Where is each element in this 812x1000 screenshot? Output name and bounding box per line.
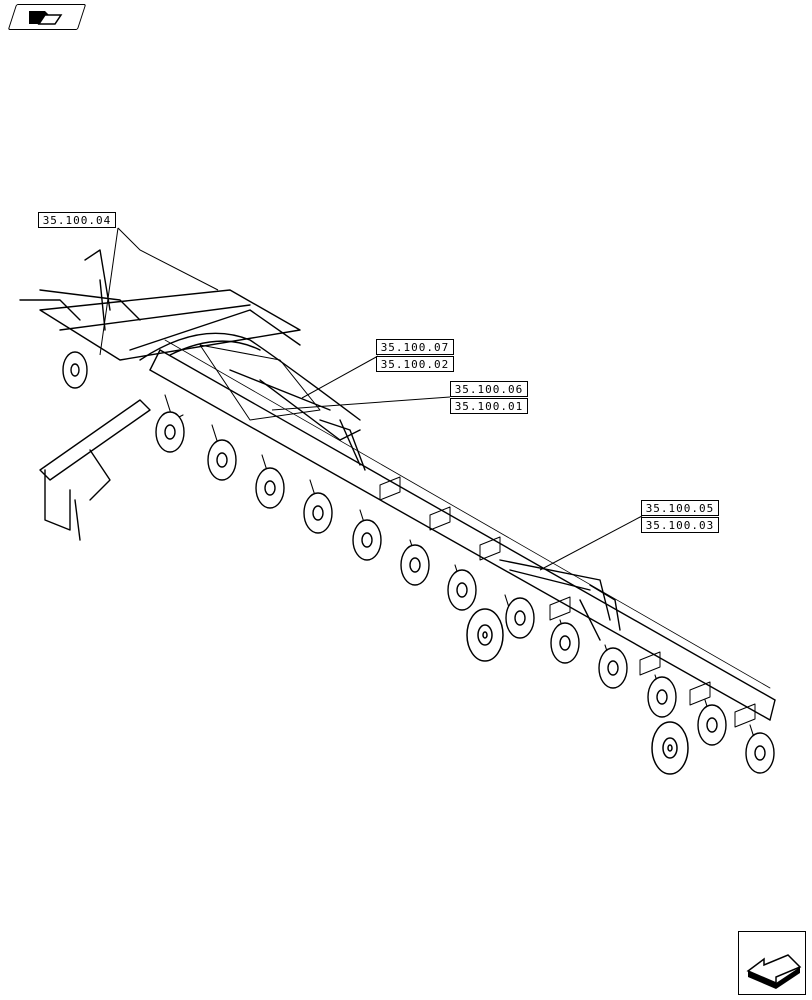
ref-label-35-100-04[interactable]: 35.100.04 [38,212,116,228]
leader-lines [99,227,643,571]
ref-label-35-100-02[interactable]: 35.100.02 [376,356,454,372]
ref-label-35-100-07[interactable]: 35.100.07 [376,339,454,355]
ref-label-35-100-05[interactable]: 35.100.05 [641,500,719,516]
row-unit-wheels [62,351,775,774]
toolbar-beam [149,339,776,721]
next-page-arrow-icon [746,954,802,989]
hitch-frame [19,249,361,441]
ref-label-35-100-03[interactable]: 35.100.03 [641,517,719,533]
lift-cylinders [319,419,621,641]
ref-label-35-100-06[interactable]: 35.100.06 [450,381,528,397]
gauge-wheels [466,608,689,775]
folder-book-icon [29,11,63,25]
folder-book-icon-box[interactable] [7,4,87,30]
beam-blocks [379,476,756,728]
next-page-button[interactable] [738,931,806,995]
left-mast [39,399,151,541]
ref-label-35-100-01[interactable]: 35.100.01 [450,398,528,414]
